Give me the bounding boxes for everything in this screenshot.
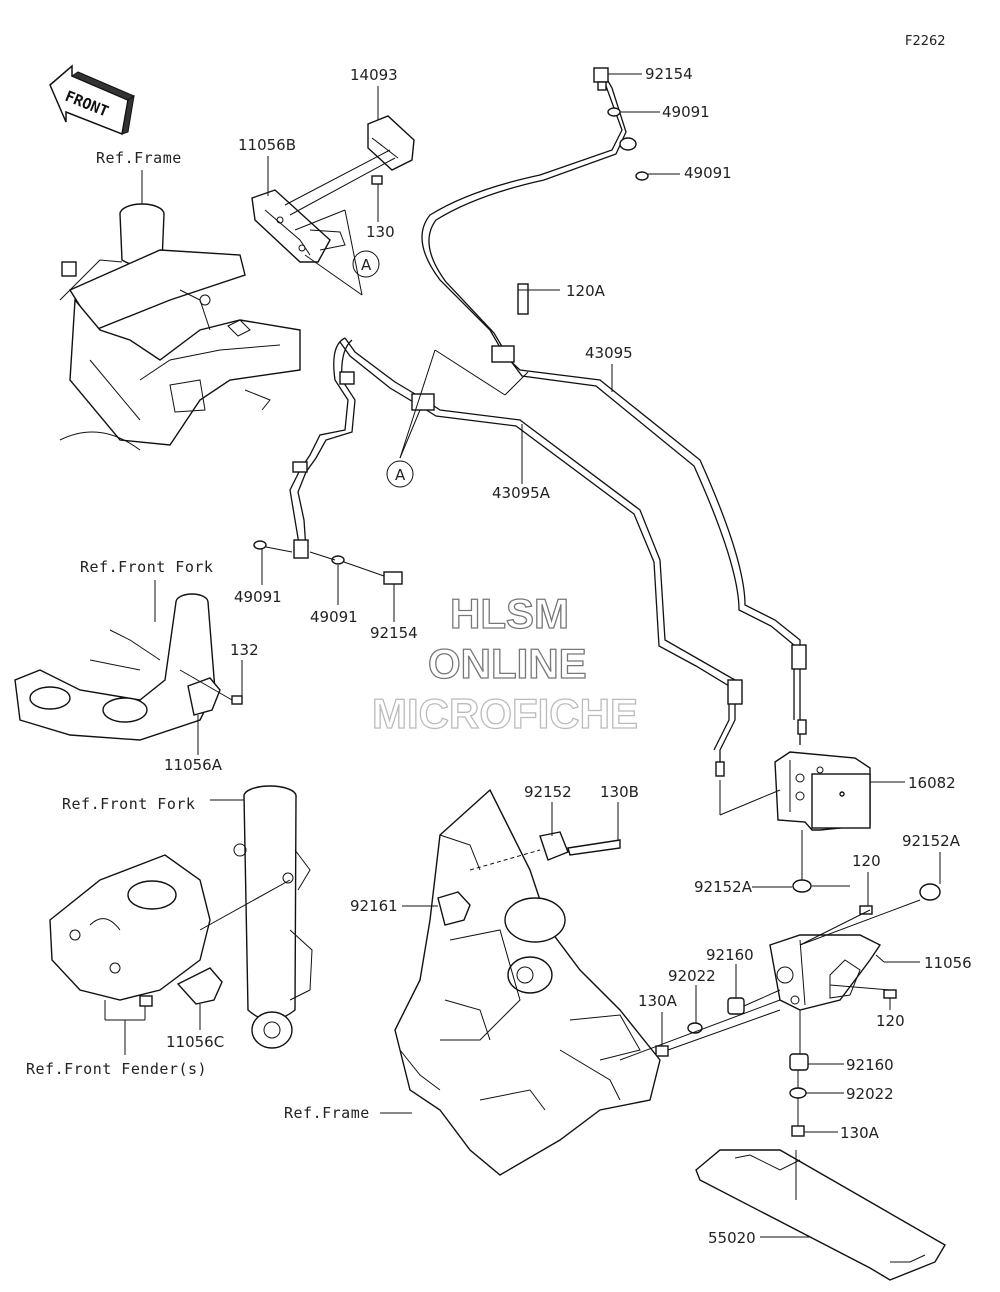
part-92152a-b-label[interactable]: 92152A <box>902 832 961 850</box>
callout-a-upper: A <box>352 250 380 278</box>
part-92154-mid-label[interactable]: 92154 <box>370 624 418 642</box>
clip-92161-drawing <box>437 891 471 926</box>
part-16082-label[interactable]: 16082 <box>908 774 956 792</box>
clamp-11056c-drawing <box>176 967 223 1005</box>
cover-55020-drawing <box>695 1149 946 1281</box>
collar-92160-b-icon <box>789 1053 809 1071</box>
part-132-label[interactable]: 132 <box>230 641 259 659</box>
ref-frame-top: Ref.Frame <box>96 149 182 167</box>
bolt-120-b-icon <box>883 989 897 999</box>
bolt-130a-b-icon <box>791 1125 805 1137</box>
washer-92022-b-icon <box>789 1087 807 1099</box>
washer-49091-d-icon <box>331 555 345 565</box>
part-49091-d-label[interactable]: 49091 <box>310 608 358 626</box>
frame-head-drawing <box>59 203 301 451</box>
bolt-fender-icon <box>139 995 153 1007</box>
abs-unit-16082-drawing <box>774 751 871 831</box>
part-92160-a-label[interactable]: 92160 <box>706 946 754 964</box>
part-11056b-label[interactable]: 11056B <box>238 136 296 154</box>
part-92154-top-label[interactable]: 92154 <box>645 65 693 83</box>
part-49091-a-label[interactable]: 49091 <box>662 103 710 121</box>
watermark-line-2: ONLINE <box>428 640 587 687</box>
bracket-92152-drawing <box>539 831 621 861</box>
callout-a-lower-label: A <box>395 466 406 484</box>
part-92160-b-label[interactable]: 92160 <box>846 1056 894 1074</box>
part-130-top-label[interactable]: 130 <box>366 223 395 241</box>
ref-front-fork-top: Ref.Front Fork <box>80 558 213 576</box>
bolt-130-icon <box>371 175 383 185</box>
part-49091-b-label[interactable]: 49091 <box>684 164 732 182</box>
banjo-bolt-92154-top-icon <box>593 67 609 91</box>
front-arrow-icon: FRONT <box>49 64 136 136</box>
part-49091-c-label[interactable]: 49091 <box>234 588 282 606</box>
front-fork-lower-drawing <box>233 785 313 1049</box>
figure-code: F2262 <box>905 34 946 49</box>
hose-fittings-drawing <box>292 137 807 777</box>
part-11056a-label[interactable]: 11056A <box>164 756 223 774</box>
watermark-line-1: HLSM <box>450 590 569 637</box>
ref-front-fender: Ref.Front Fender(s) <box>26 1060 207 1078</box>
part-130b-label[interactable]: 130B <box>600 783 639 801</box>
bracket-11056-drawing <box>769 934 885 1011</box>
part-92022-b-label[interactable]: 92022 <box>846 1085 894 1103</box>
grommet-92152a-a-icon <box>792 879 812 893</box>
brake-hose-43095-drawing <box>421 71 801 745</box>
part-92022-a-label[interactable]: 92022 <box>668 967 716 985</box>
front-fork-upper-drawing <box>14 593 216 741</box>
part-92152a-a-label[interactable]: 92152A <box>694 878 753 896</box>
washer-49091-a-icon <box>607 107 621 117</box>
watermark-line-3: MICROFICHE <box>372 690 638 737</box>
bolt-130a-a-icon <box>655 1045 669 1057</box>
part-11056-label[interactable]: 11056 <box>924 954 972 972</box>
part-14093-label[interactable]: 14093 <box>350 66 398 84</box>
clamp-14093-drawing <box>367 115 415 171</box>
part-130a-b-label[interactable]: 130A <box>840 1124 880 1142</box>
bolt-132-icon <box>231 695 243 705</box>
part-120-a-label[interactable]: 120 <box>852 852 881 870</box>
grommet-92152a-b-icon <box>919 883 941 901</box>
banjo-bolt-92154-mid-icon <box>383 571 403 585</box>
bracket-11056b-drawing <box>251 189 346 263</box>
part-43095a-label[interactable]: 43095A <box>492 484 551 502</box>
callout-a-lower: A <box>386 460 414 488</box>
part-92161-label[interactable]: 92161 <box>350 897 398 915</box>
part-43095-label[interactable]: 43095 <box>585 344 633 362</box>
part-120-b-label[interactable]: 120 <box>876 1012 905 1030</box>
clamp-11056a-drawing <box>187 677 221 716</box>
ref-frame-bottom: Ref.Frame <box>284 1104 370 1122</box>
front-fender-drawing <box>49 854 211 1001</box>
collar-92160-a-icon <box>727 997 745 1015</box>
part-55020-label[interactable]: 55020 <box>708 1229 756 1247</box>
part-130a-a-label[interactable]: 130A <box>638 992 678 1010</box>
washer-49091-c-icon <box>253 540 267 550</box>
washer-49091-b-icon <box>635 171 649 181</box>
frame-lower-drawing <box>394 788 661 1176</box>
callout-a-upper-label: A <box>361 256 372 274</box>
watermark: HLSM ONLINE MICROFICHE <box>371 589 638 737</box>
bolt-120a-icon <box>517 283 529 315</box>
ref-front-fork-bottom: Ref.Front Fork <box>62 795 195 813</box>
part-11056c-label[interactable]: 11056C <box>166 1033 224 1051</box>
part-120a-label[interactable]: 120A <box>566 282 606 300</box>
part-92152-label[interactable]: 92152 <box>524 783 572 801</box>
bolt-120-a-icon <box>859 905 873 915</box>
